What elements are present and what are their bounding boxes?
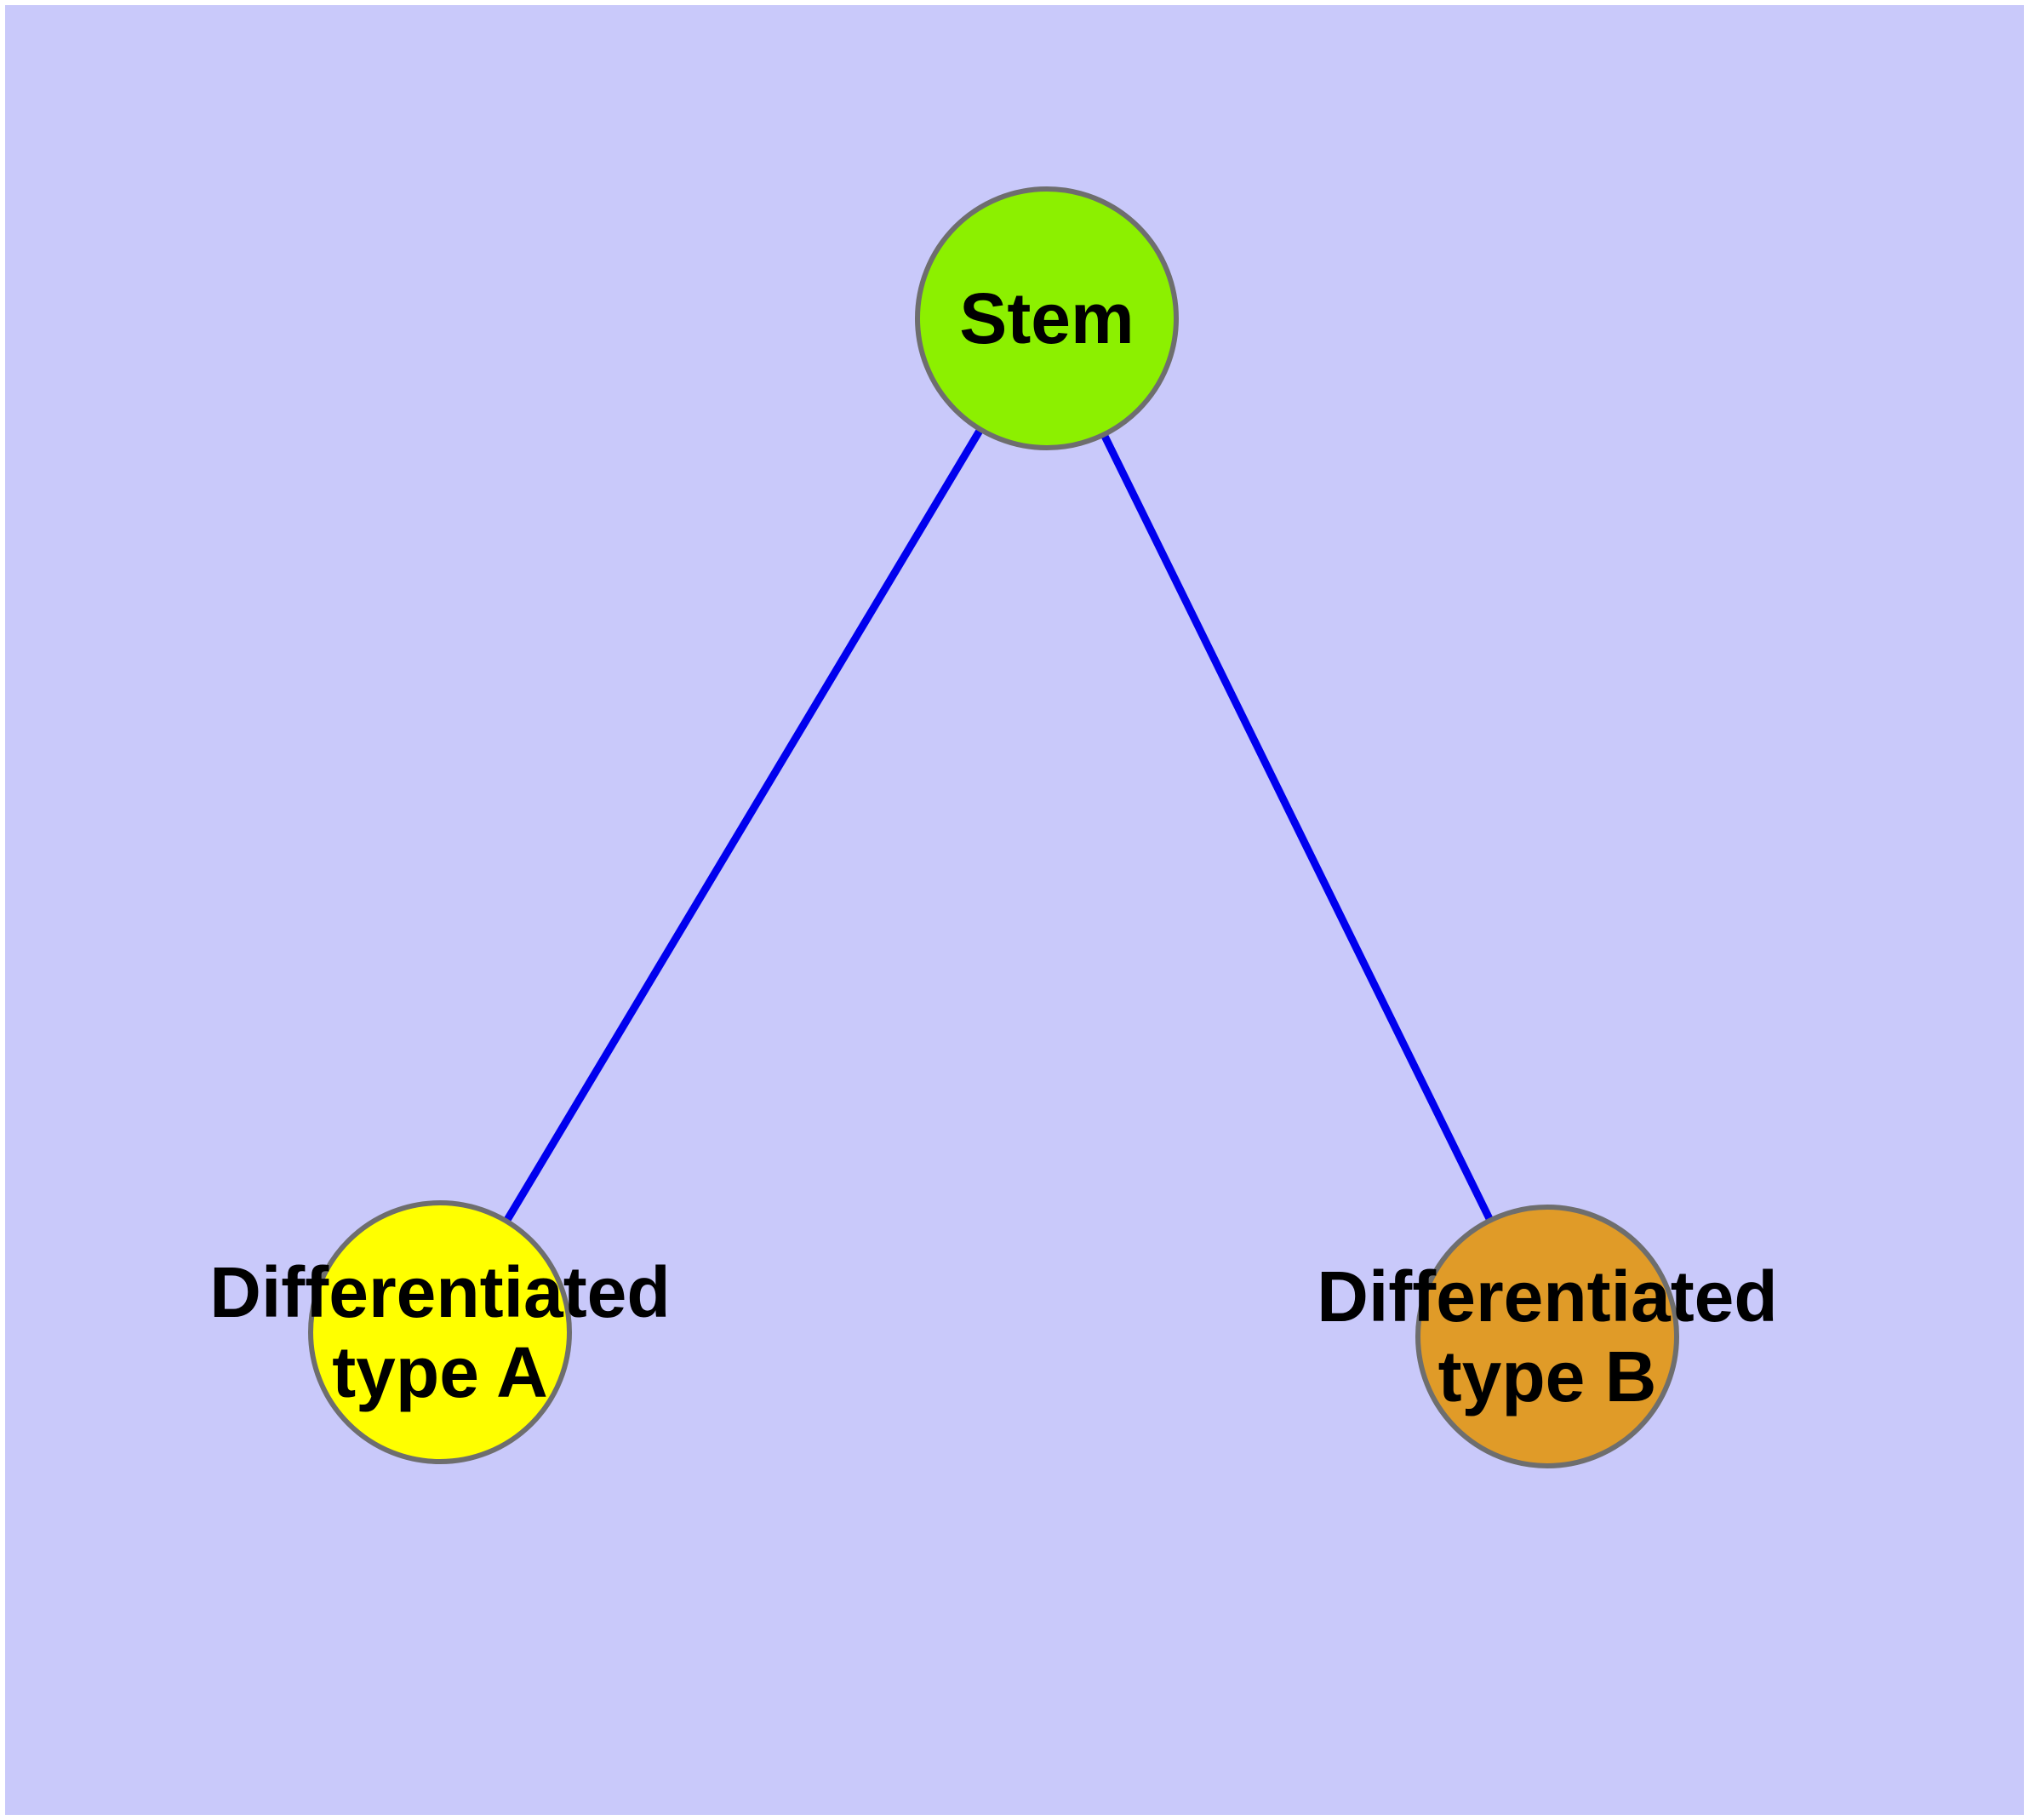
graph-edge-stem-to-diff-a[interactable] [503, 427, 984, 1223]
edge-layer [503, 427, 1494, 1223]
graph-node-diff-a[interactable] [308, 1200, 572, 1464]
graph-node-diff-b[interactable] [1415, 1205, 1679, 1468]
graph-edge-stem-to-diff-b[interactable] [1100, 433, 1494, 1222]
node-layer [308, 186, 1679, 1468]
graph-node-stem[interactable] [915, 186, 1179, 450]
